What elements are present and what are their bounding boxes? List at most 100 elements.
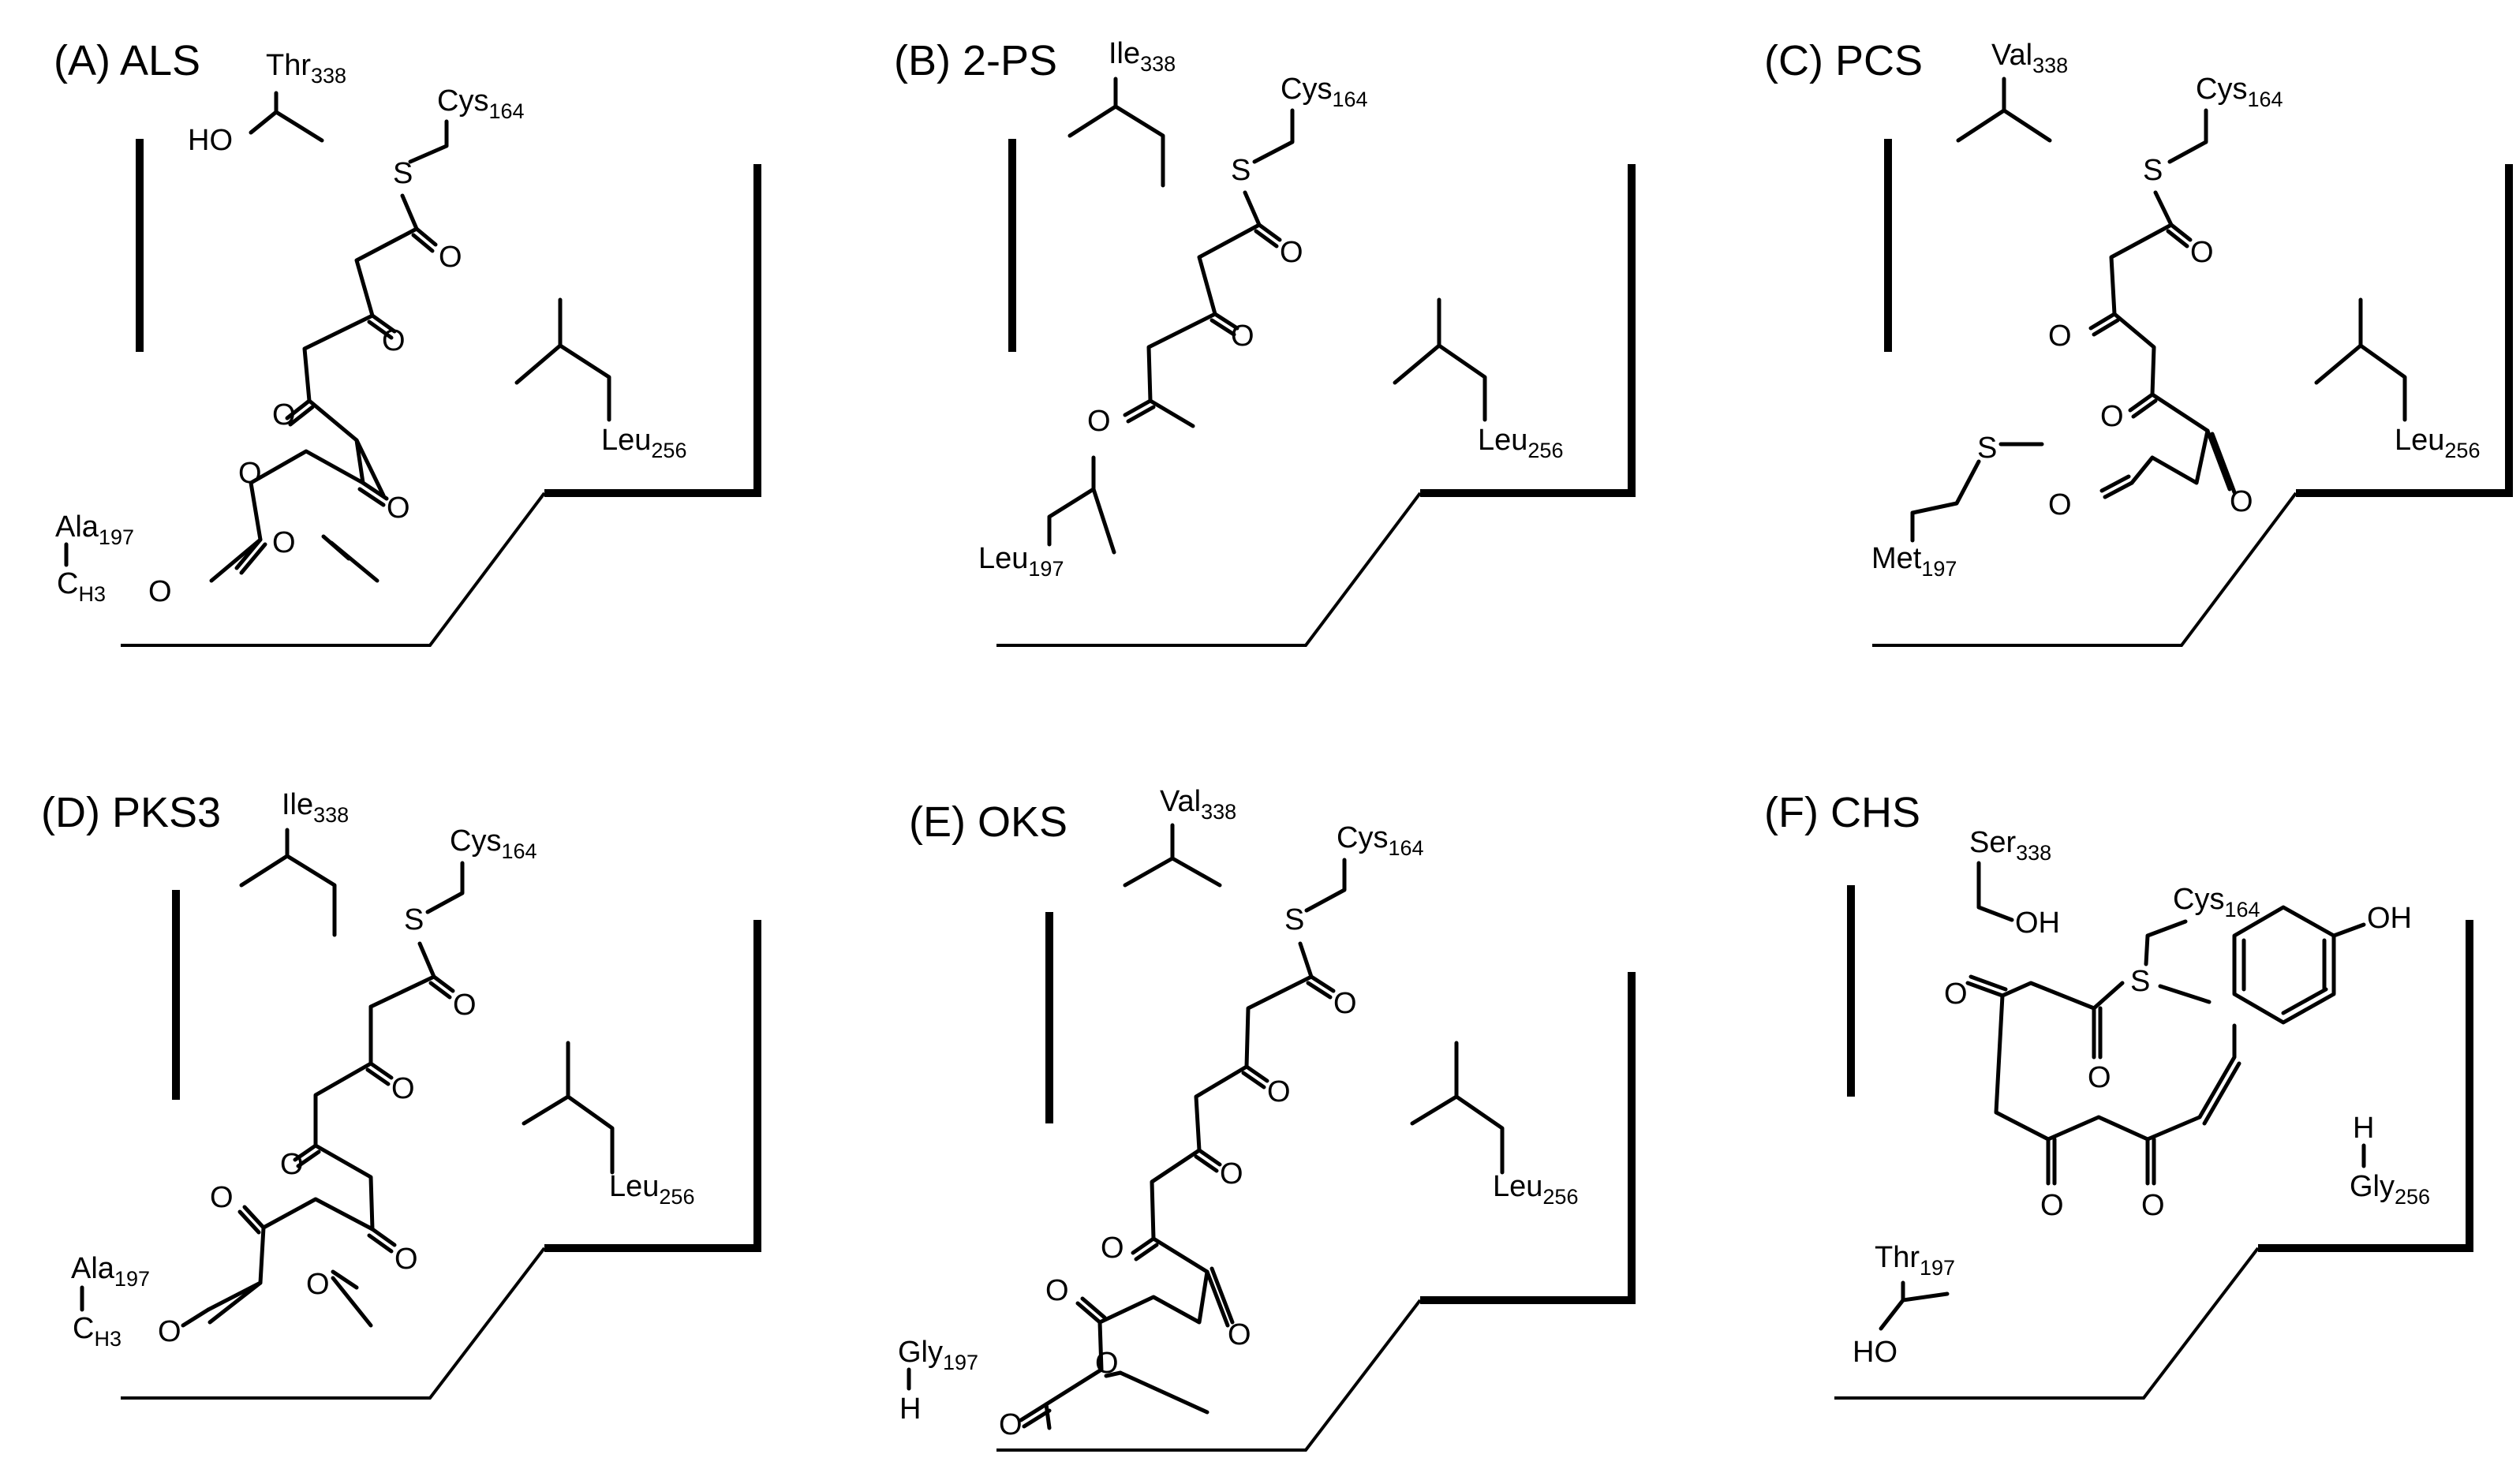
pocket-floor	[996, 492, 1422, 647]
residue-197: Gly197 H	[898, 1336, 978, 1426]
panel-b: (B) 2-PS Ile338 Cys164 S O O O Leu256 Le…	[894, 37, 1636, 647]
thioester-sulfur: S	[1284, 903, 1304, 936]
polyketide-chain	[1044, 941, 1314, 1430]
sidechain-bonds	[239, 828, 337, 937]
residue-name: Leu256	[2395, 424, 2480, 462]
residue-164: Cys164 S	[2130, 883, 2260, 998]
residue-name: Leu197	[978, 542, 1064, 581]
residue-name: Leu256	[609, 1170, 694, 1209]
residue-338: Val338	[1123, 785, 1236, 888]
carbonyl-oxygen: O	[999, 1408, 1023, 1441]
carbonyl-bonds	[181, 974, 455, 1328]
residue-256: H Gly256	[2350, 1112, 2430, 1209]
carbonyl-oxygen: O	[1095, 1347, 1119, 1380]
sidechain-bonds	[249, 91, 324, 143]
residue-name: Cys164	[2196, 73, 2283, 111]
sidechain-bonds	[1410, 1041, 1505, 1175]
carbonyl-oxygen: O	[1280, 236, 1303, 269]
benzene-ring	[2232, 905, 2336, 1025]
phenol-ring: OH	[2232, 902, 2412, 1025]
carbonyl-oxygen: O	[2230, 485, 2253, 518]
residue-197: Ala197 CH3	[71, 1252, 150, 1351]
hydroxyl-label: OH	[2015, 906, 2060, 940]
carbonyl-oxygen: O	[387, 492, 410, 525]
carbonyl-oxygen: O	[1228, 1318, 1251, 1351]
carbonyl-bonds	[1123, 222, 1282, 424]
carbonyl-bonds	[1019, 974, 1336, 1429]
residue-197: S Met197	[1871, 432, 2044, 581]
carbonyl-oxygen: O	[158, 1315, 181, 1348]
carbonyl-oxygen: O	[1944, 977, 1968, 1011]
sidechain-bonds	[1879, 1280, 1950, 1331]
residue-name: Gly256	[2350, 1170, 2430, 1209]
residue-256: Leu256	[522, 1041, 694, 1209]
panel-title: (C) PCS	[1764, 37, 1923, 84]
sidechain-bonds	[1956, 77, 2052, 143]
panel-f: (F) CHS Ser338 OH Cys164 S O O O O OH	[1764, 789, 2473, 1400]
residue-name: Ser338	[1969, 826, 2051, 865]
panel-title: (D) PKS3	[41, 789, 221, 836]
residue-197: Leu197	[978, 455, 1116, 581]
panel-title: (E) OKS	[909, 798, 1067, 846]
carbonyl-oxygen: O	[1333, 987, 1357, 1020]
sidechain-bonds	[1304, 858, 1347, 913]
residue-name: Leu256	[601, 424, 686, 462]
residue-name: Ile338	[1109, 37, 1176, 76]
thioether-sulfur: S	[1977, 432, 1997, 465]
panel-a: (A) ALS Thr338 HO Cys164 S O O O O O O O…	[54, 37, 761, 647]
sidechain-bonds	[425, 861, 465, 914]
carbonyl-oxygen: O	[382, 324, 406, 357]
residue-name: Met197	[1871, 542, 1957, 581]
polyketide-chain	[2109, 190, 2210, 485]
carbonyl-bonds	[2088, 222, 2237, 499]
pocket-wall-right	[1420, 164, 1636, 497]
residue-256: Leu256	[2314, 297, 2480, 462]
hydroxyl-label: HO	[188, 124, 233, 157]
panel-title: (F) CHS	[1764, 789, 1920, 836]
residue-197: Ala197 CH3	[55, 510, 134, 606]
residue-338: Val338	[1956, 39, 2068, 143]
panel-title: (B) 2-PS	[894, 37, 1057, 84]
thioester-sulfur: S	[2143, 154, 2163, 187]
methyl-label: CH3	[57, 567, 106, 606]
residue-name: Cys164	[437, 84, 525, 123]
sidechain-bonds	[2167, 108, 2208, 164]
residue-164: Cys164 S	[1284, 821, 1424, 936]
sidechain-bonds	[1123, 823, 1222, 888]
polyketide-chain	[1146, 190, 1262, 428]
hydrogen-label: H	[899, 1392, 921, 1426]
thioester-sulfur: S	[2130, 965, 2150, 998]
sidechain-bonds	[1067, 77, 1165, 188]
sidechain-bonds	[2314, 297, 2407, 422]
pocket-floor	[1872, 492, 2298, 647]
residue-338: Ile338	[1067, 37, 1176, 188]
hydroxyl-label: HO	[1853, 1336, 1897, 1369]
sidechain-bonds	[2331, 922, 2366, 938]
sidechain-bonds	[1047, 455, 1116, 555]
hydrogen-label: H	[2353, 1112, 2374, 1145]
methyl-label: CH3	[73, 1312, 122, 1351]
aldehyde-oxygen: O	[2048, 488, 2072, 521]
residue-name: Cys164	[450, 824, 537, 863]
pocket-wall-right	[2258, 920, 2473, 1252]
polyketide-chain	[1994, 981, 2237, 1142]
residue-197: Thr197 HO	[1853, 1241, 1955, 1369]
residue-name: Ala197	[55, 510, 134, 549]
residue-164: Cys164 S	[404, 824, 537, 936]
residue-256: Leu256	[514, 297, 686, 462]
residue-name: Val338	[1160, 785, 1236, 824]
sidechain-bonds	[514, 297, 611, 422]
residue-name: Val338	[1991, 39, 2068, 77]
pocket-wall-right	[1420, 972, 1636, 1304]
residue-name: Cys164	[2173, 883, 2260, 921]
carbonyl-oxygen: O	[272, 526, 296, 559]
sidechain-bonds	[522, 1041, 615, 1175]
pocket-floor	[121, 1247, 546, 1400]
sidechain-bonds	[1252, 108, 1295, 164]
carbonyl-oxygen: O	[1231, 320, 1254, 353]
residue-338: Thr338 HO	[188, 49, 346, 157]
residue-name: Cys164	[1281, 73, 1368, 111]
sidechain-bonds	[408, 119, 449, 164]
thioester-sulfur: S	[1231, 154, 1251, 187]
